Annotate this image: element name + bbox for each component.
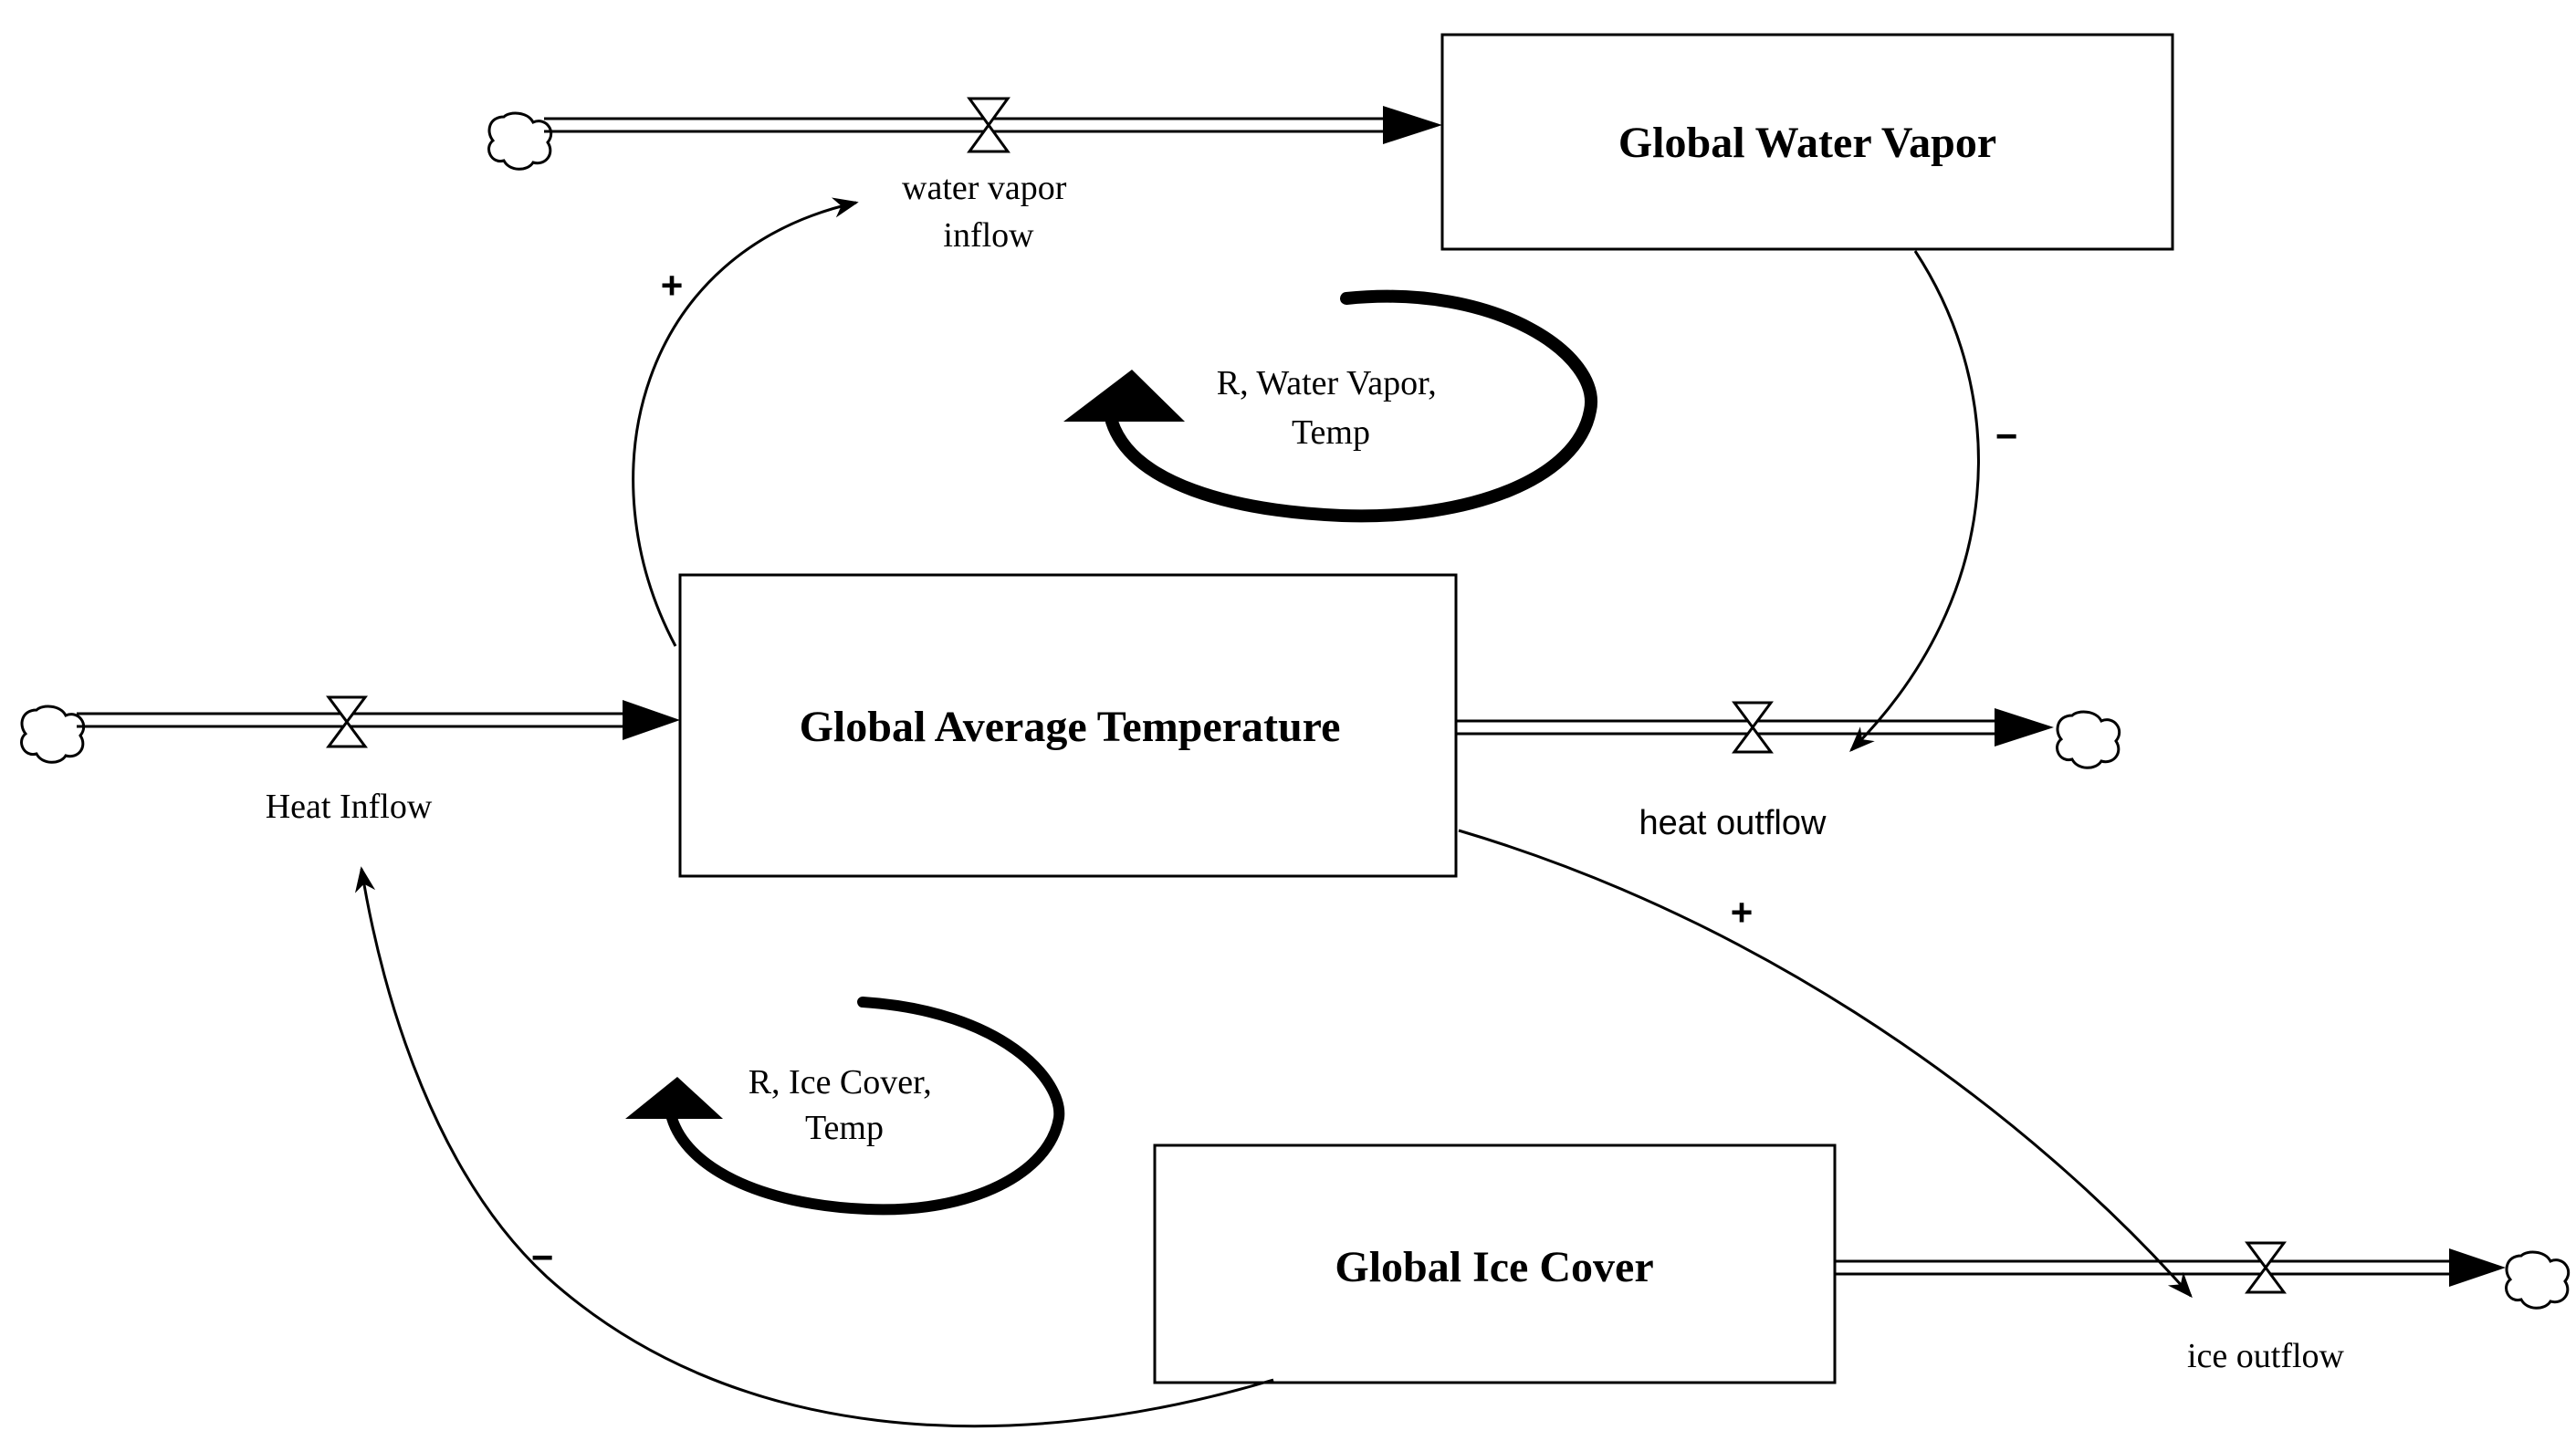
polarity-temp-to-ice-outflow: +: [1731, 891, 1754, 934]
link-temp-to-water-vapor-inflow: [632, 197, 859, 647]
heat-outflow-pipe: [1456, 701, 2121, 769]
flow-arrowhead: [623, 700, 680, 740]
stock-global-water-vapor-label: Global Water Vapor: [1618, 119, 1996, 167]
loop-label-water-vapor: R, Water Vapor, Temp: [1217, 364, 1445, 452]
valve-icon: [2245, 1241, 2287, 1294]
heat-outflow-label: heat outflow: [1639, 804, 1827, 842]
heat-inflow-label: Heat Inflow: [266, 788, 433, 826]
flow-arrowhead: [2449, 1248, 2506, 1287]
cloud-icon: [20, 705, 86, 764]
cloud-icon: [487, 111, 553, 171]
polarity-water-vapor-to-heat-outflow: −: [1995, 414, 2018, 457]
flow-arrowhead: [1995, 708, 2054, 747]
loop-indicator-water-vapor: [1063, 289, 1597, 523]
heat-inflow-pipe: [20, 695, 680, 764]
valve-icon: [326, 695, 368, 748]
stock-global-water-vapor[interactable]: [1440, 33, 2174, 251]
link-temp-to-ice-outflow: [1458, 829, 2193, 1299]
loop-indicator-ice-cover: [625, 997, 1065, 1216]
link-water-vapor-to-heat-outflow: [1849, 250, 1980, 752]
valve-icon: [1732, 701, 1774, 754]
stock-global-ice-cover[interactable]: [1153, 1143, 1837, 1384]
stock-global-average-temperature-label: Global Average Temperature: [800, 703, 1341, 751]
ice-outflow-label: ice outflow: [2187, 1337, 2345, 1375]
ice-outflow-pipe: [1835, 1241, 2571, 1310]
cloud-icon: [2505, 1250, 2571, 1310]
link-ice-cover-to-heat-inflow: [354, 866, 1274, 1428]
polarity-temp-to-water-vapor-inflow: +: [661, 264, 684, 307]
cloud-icon: [2056, 710, 2121, 769]
loop-label-ice-cover: R, Ice Cover, Temp: [749, 1063, 941, 1147]
loop-arrowhead: [1063, 370, 1185, 422]
polarity-ice-cover-to-heat-inflow: −: [531, 1236, 554, 1279]
loop-arrowhead: [625, 1077, 723, 1119]
water-vapor-inflow-pipe: [487, 97, 1442, 171]
stock-global-ice-cover-label: Global Ice Cover: [1335, 1243, 1653, 1291]
flow-arrowhead: [1383, 106, 1442, 144]
stock-global-average-temperature[interactable]: [678, 573, 1458, 878]
valve-icon: [967, 97, 1011, 153]
water-vapor-inflow-label: water vapor inflow: [902, 169, 1075, 255]
